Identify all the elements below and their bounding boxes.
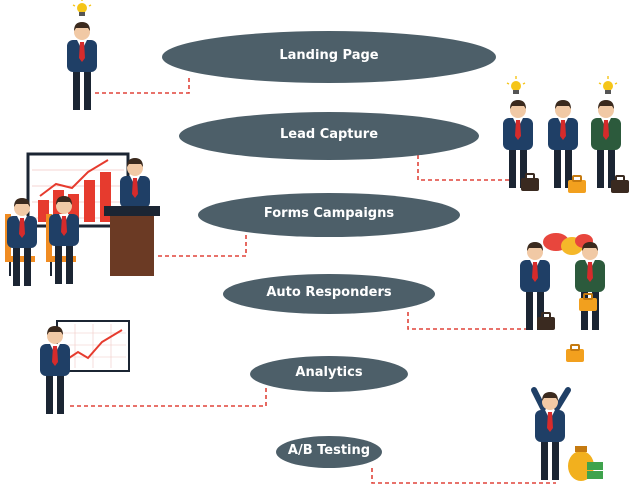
stage-label-forms-campaigns: Forms Campaigns — [263, 206, 395, 221]
auto-responders-illustration — [520, 233, 605, 363]
landing-page-illustration — [67, 0, 97, 110]
stage-pill-auto-responders — [223, 274, 435, 314]
connector-forms-campaigns — [158, 234, 247, 257]
forms-campaigns-illustration — [5, 152, 160, 286]
ab-testing-illustration — [531, 387, 603, 481]
connector-lines — [70, 75, 556, 484]
stage-pill-analytics — [250, 356, 408, 392]
stage-pills — [162, 31, 496, 468]
connector-ab-testing — [371, 468, 556, 484]
stage-label-ab-testing: A/B Testing — [287, 443, 371, 458]
lead-capture-illustration — [503, 75, 630, 194]
connector-lead-capture — [417, 155, 510, 181]
connector-analytics — [70, 388, 267, 407]
stage-pill-lead-capture — [179, 112, 479, 160]
connector-auto-responders — [407, 312, 527, 330]
stage-label-lead-capture: Lead Capture — [279, 127, 379, 142]
stage-pill-forms-campaigns — [198, 193, 460, 237]
stage-label-auto-responders: Auto Responders — [266, 285, 392, 300]
connector-landing-page — [95, 75, 190, 94]
stage-pill-ab-testing — [276, 436, 382, 468]
analytics-illustration — [40, 320, 130, 414]
stage-label-landing-page: Landing Page — [279, 48, 379, 63]
stage-label-analytics: Analytics — [295, 365, 363, 380]
stage-pill-landing-page — [162, 31, 496, 83]
